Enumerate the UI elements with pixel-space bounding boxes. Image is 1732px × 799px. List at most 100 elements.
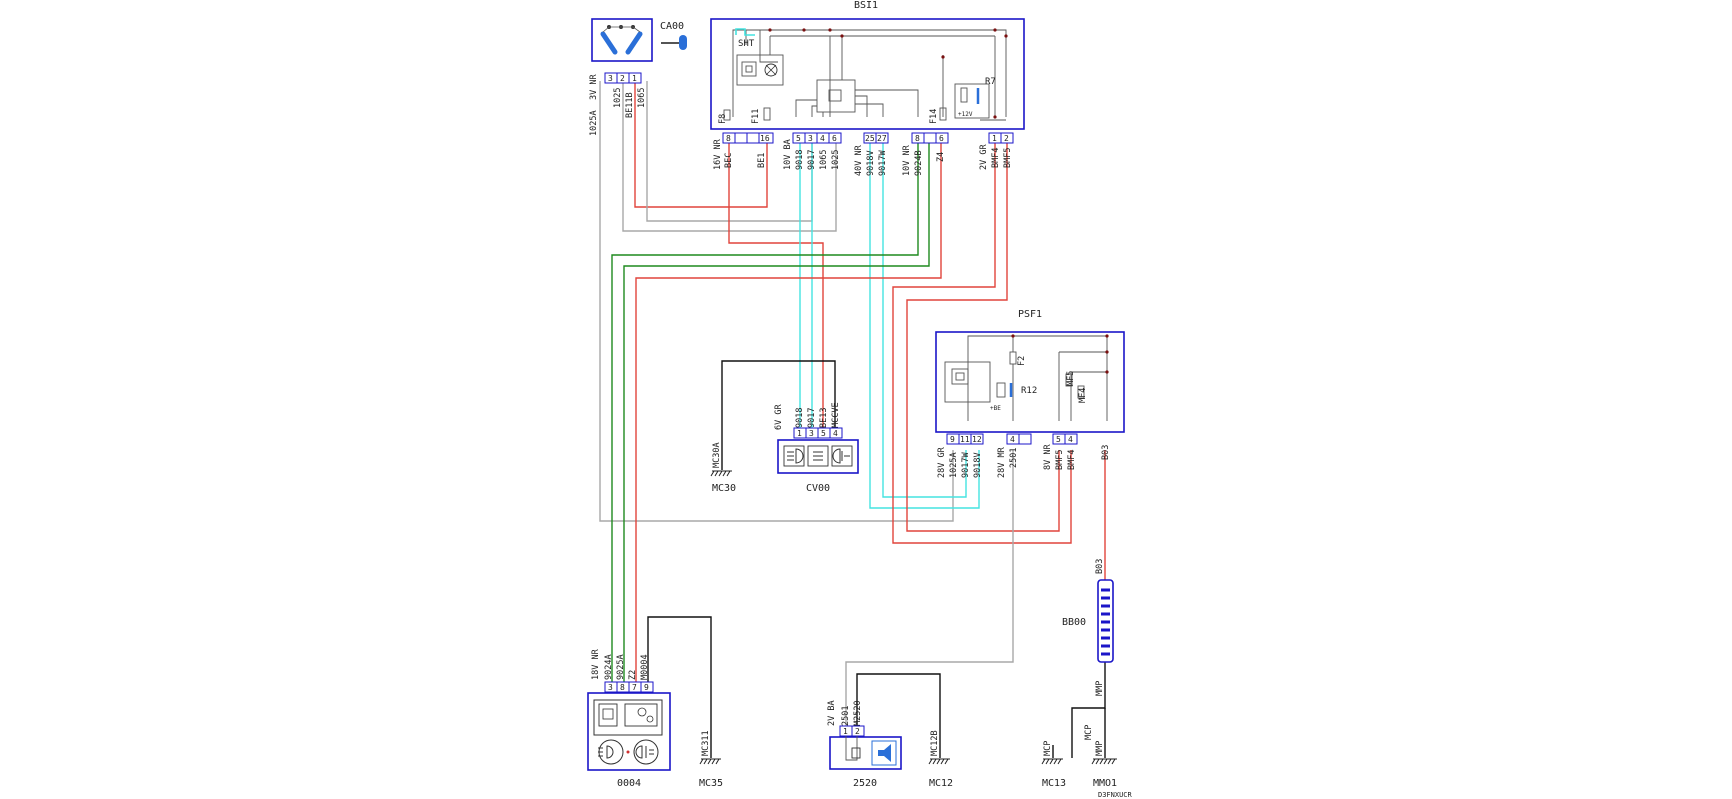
c0004-pin: 9 (644, 683, 649, 692)
ca00-pin: 3 (608, 74, 613, 83)
psf-wire-1025a: 1025A (949, 452, 959, 478)
wire-bec (728, 140, 824, 438)
c0004-wire-9024a: 9024A (604, 654, 614, 680)
wire-mmp (1071, 662, 1106, 758)
bsi-wire-9018: 9018 (795, 150, 805, 170)
psf-fuse-f2: F2 (1017, 356, 1027, 366)
bsi-wire-9018v: 9018V (866, 150, 876, 176)
wire-m2520 (856, 673, 941, 758)
bb00-battery: B03 BB00 MMP (1062, 559, 1114, 696)
bsi-wire-z4: Z4 (936, 152, 946, 162)
psf-conn-8v: 8V NR (1043, 444, 1053, 470)
bsi1-pins: 8 16 5 3 4 6 25 27 8 6 1 2 (722, 132, 1014, 144)
wire-1025a (599, 81, 954, 522)
bsi-conn-40v: 40V NR (854, 144, 864, 176)
cv00-wire-be13: BE13 (819, 408, 829, 428)
bsi-pin: 3 (808, 134, 813, 143)
psf-mf4: MF4 (1078, 388, 1088, 403)
bsi-conn-10v: 10V BA (783, 139, 793, 170)
c0004-module: 18V NR 9024A 9025A Z2 M0004 3 8 7 9 0004 (587, 648, 671, 789)
wires (599, 81, 1106, 758)
lamp-icon (764, 63, 778, 77)
cv00-name: CV00 (806, 483, 830, 494)
psf1-name: PSF1 (1018, 309, 1042, 320)
instrument-panel-icon (593, 699, 663, 736)
cv00-wire-mccve: MCCVE (831, 402, 841, 428)
bsi-pin: 4 (820, 134, 825, 143)
bsi1-module: BSI1 SHT F8 F11 F14 (710, 0, 1025, 176)
bsi-wire-9024b: 9024B (914, 150, 924, 176)
cv00-wire-9018: 9018 (795, 408, 805, 428)
c2520-pin: 1 (843, 727, 848, 736)
bsi-pin: 2 (1004, 134, 1009, 143)
fuse-f14: F14 (929, 109, 939, 124)
rear-fog-icon (831, 445, 853, 467)
bsi-wire-bmf5: BMF5 (1003, 148, 1013, 168)
ground-mc12: MC12B MC12 (928, 730, 953, 789)
bsi-pin: 5 (796, 134, 801, 143)
ca00-wire-be11b: BE11B (625, 92, 635, 118)
wire-bmf5 (906, 140, 1060, 532)
wire-9018v (869, 140, 980, 509)
psf-relay-supply: +BE (990, 405, 1001, 412)
c0004-conn: 18V NR (591, 648, 601, 680)
ground-mc13: MCP MC13 (1041, 741, 1066, 789)
ca00-wire-1025: 1025 (613, 88, 623, 108)
wire-be11b (634, 81, 768, 208)
psf1-pins: 9 11 12 4 5 4 (946, 433, 1078, 445)
horn-icon (871, 740, 897, 766)
ca00-switch: CA00 3 2 1 1025 BE11B 1065 3V NR 1025A (589, 18, 687, 136)
c0004-wire-9025a: 9025A (616, 654, 626, 680)
bsi-wire-bmf4: BMF4 (991, 148, 1001, 168)
c0004-wire-z2: Z2 (628, 670, 638, 680)
ground-name: MC35 (699, 778, 723, 789)
c0004-pin: 8 (620, 683, 625, 692)
cv00-pin: 3 (809, 429, 814, 438)
wire-bmf4 (892, 140, 1072, 544)
ground-label: MC12B (930, 730, 940, 756)
bsi-pin: 1 (992, 134, 997, 143)
psf-wire-2501: 2501 (1009, 448, 1019, 468)
cv00-pin: 1 (797, 429, 802, 438)
ca00-pins: 3 2 1 (604, 72, 642, 84)
left-wire-label: 1025A (589, 110, 599, 136)
psf-wire-bmf4: BMF4 (1067, 450, 1077, 470)
sht-label: SHT (738, 39, 755, 49)
c2520-name: 2520 (853, 778, 877, 789)
bsi-pin: 16 (760, 134, 770, 143)
wire-9017w (882, 140, 967, 498)
bsi-pin: 27 (877, 134, 887, 143)
bsi-wire-bec: BEC (724, 153, 734, 168)
bb00-top-label: B03 (1095, 559, 1105, 574)
sht-shunt (735, 28, 755, 36)
c0004-wire-m0004: M0004 (640, 654, 650, 680)
bsi-pin: 6 (939, 134, 944, 143)
wire-z2 (635, 140, 942, 686)
relay-r7: R7 (985, 77, 996, 87)
c0004-name: 0004 (617, 778, 641, 789)
ground-label: MMP (1095, 741, 1105, 756)
c2520-conn: 2V BA (827, 700, 837, 726)
psf-wire-b03: B03 (1101, 445, 1111, 460)
ground-name: MC13 (1042, 778, 1066, 789)
psf-wire-bmf5: BMF5 (1055, 450, 1065, 470)
psf-pin: 11 (960, 435, 970, 444)
fog-lamp-icon (783, 445, 805, 467)
wire-9024b (611, 140, 919, 686)
ground-label: MCP (1084, 725, 1094, 740)
relay-r7-supply: +12V (958, 111, 973, 118)
fuse-f8: F8 (718, 114, 728, 124)
key-icon (661, 35, 687, 50)
psf-pin: 4 (1068, 435, 1073, 444)
fuse-f11: F11 (751, 109, 761, 124)
psf-pin: 9 (950, 435, 955, 444)
psf-mf5: MF5 (1066, 371, 1076, 386)
c2520-pin: 2 (855, 727, 860, 736)
ground-name: MC12 (929, 778, 953, 789)
bsi-conn-2v: 2V GR (979, 144, 989, 170)
bsi-wire-9017: 9017 (807, 150, 817, 170)
c0004-pin: 3 (608, 683, 613, 692)
bsi-pin: 25 (865, 134, 875, 143)
footer-code: D3FNXUCR (1098, 791, 1133, 799)
bsi-conn-10vnr: 10V NR (902, 144, 912, 176)
